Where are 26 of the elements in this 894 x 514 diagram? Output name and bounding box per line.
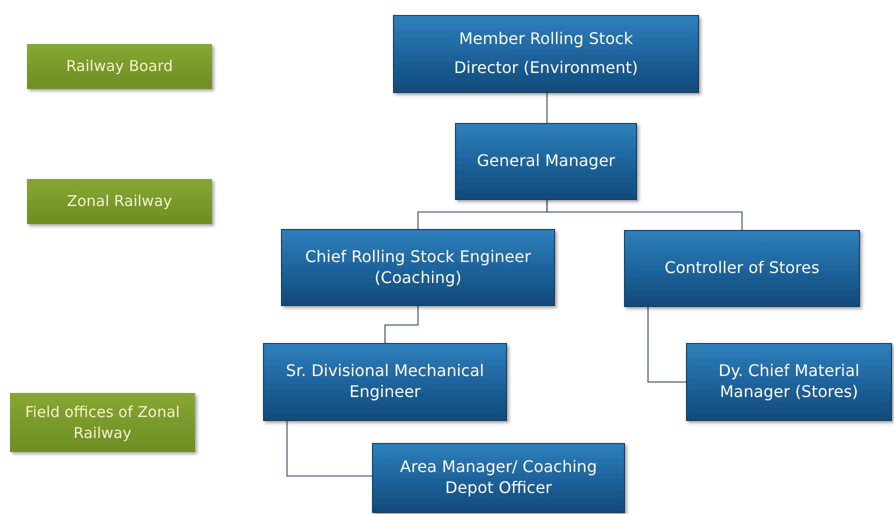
position-box xyxy=(686,343,892,421)
position-box xyxy=(281,229,555,306)
position-box xyxy=(624,230,860,307)
node-label: Field offices of Zonal Railway xyxy=(24,402,181,444)
node-label: Chief Rolling Stock Engineer (Coaching) xyxy=(304,246,532,288)
level-box xyxy=(10,393,195,452)
connector-line xyxy=(286,421,372,477)
connector-line xyxy=(546,93,548,123)
position-box xyxy=(372,443,625,513)
position-box xyxy=(263,343,507,421)
connector-line xyxy=(546,200,743,230)
node-label: Zonal Railway xyxy=(66,191,174,212)
node-label: General Manager xyxy=(476,151,616,172)
node-label: Dy. Chief Material Manager (Stores) xyxy=(718,361,860,403)
connector-line xyxy=(384,306,419,343)
node-label: Area Manager/ Coaching Depot Officer xyxy=(399,457,598,499)
level-box xyxy=(27,44,212,89)
level-box xyxy=(27,179,212,224)
position-box xyxy=(393,15,699,93)
connector-line xyxy=(647,307,686,383)
node-label: Railway Board xyxy=(65,56,174,77)
node-label: Sr. Divisional Mechanical Engineer xyxy=(284,361,486,403)
node-label: Controller of Stores xyxy=(664,258,820,279)
node-label: Director (Environment) xyxy=(452,58,639,79)
position-box xyxy=(455,123,637,200)
node-label: Member Rolling Stock xyxy=(458,29,634,50)
